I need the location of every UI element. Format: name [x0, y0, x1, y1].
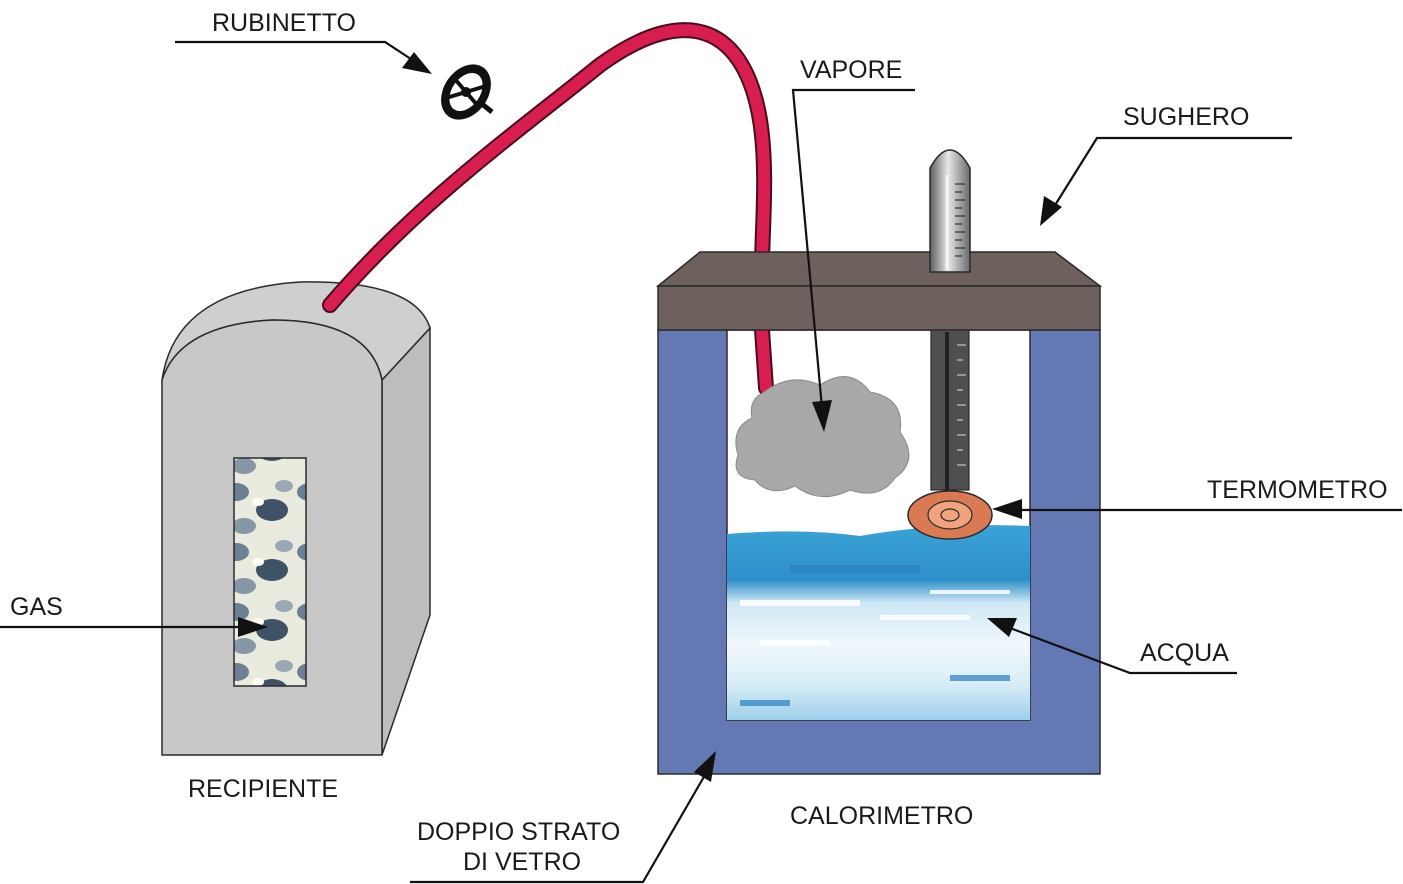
cork-front	[657, 285, 1101, 331]
steam-cloud	[735, 376, 910, 497]
leader-sughero	[1051, 136, 1292, 211]
container-side-face	[381, 326, 431, 756]
gas-window	[233, 457, 307, 687]
label-recipiente: RECIPIENTE	[188, 775, 338, 803]
cork-lid	[655, 251, 1103, 331]
thermometer-scale	[955, 183, 965, 257]
label-doppio-strato-line2: DI VETRO	[463, 848, 581, 876]
leader-acqua	[1009, 626, 1237, 675]
thermometer	[907, 149, 993, 540]
label-sughero: SUGHERO	[1123, 103, 1249, 131]
thermometer-scale-lower	[957, 344, 966, 466]
steam-tube-fill	[324, 24, 771, 311]
leader-doppio-strato	[410, 774, 706, 884]
label-acqua: ACQUA	[1140, 639, 1229, 667]
water-ripples	[740, 590, 1010, 645]
label-gas: GAS	[10, 593, 63, 621]
thermometer-bulb-core	[940, 508, 960, 522]
arrowhead-icon	[694, 751, 716, 782]
thermometer-stem	[930, 329, 970, 491]
leader-vapore	[791, 88, 915, 409]
label-termometro: TERMOMETRO	[1207, 476, 1388, 504]
arrowhead-icon	[992, 499, 1022, 519]
arrowhead-icon	[238, 617, 268, 637]
leader-rubinetto	[175, 40, 421, 66]
label-calorimetro: CALORIMETRO	[790, 802, 973, 830]
thermometer-bulb-inner	[927, 500, 973, 530]
label-doppio-strato-line1: DOPPIO STRATO	[417, 818, 620, 846]
cork-top	[655, 251, 1103, 287]
valve-wheel-icon	[441, 64, 494, 120]
arrowhead-icon	[987, 618, 1017, 637]
label-rubinetto: RUBINETTO	[212, 9, 356, 37]
gas-container	[161, 281, 431, 756]
steam-tube-inner-fill	[756, 324, 772, 394]
label-vapore: VAPORE	[800, 56, 902, 84]
water	[727, 525, 1030, 720]
arrowhead-icon	[1040, 196, 1062, 226]
arrowhead-icon	[812, 400, 832, 432]
thermometer-top	[929, 149, 971, 273]
water-shades	[740, 565, 1010, 706]
arrowhead-icon	[402, 52, 432, 74]
